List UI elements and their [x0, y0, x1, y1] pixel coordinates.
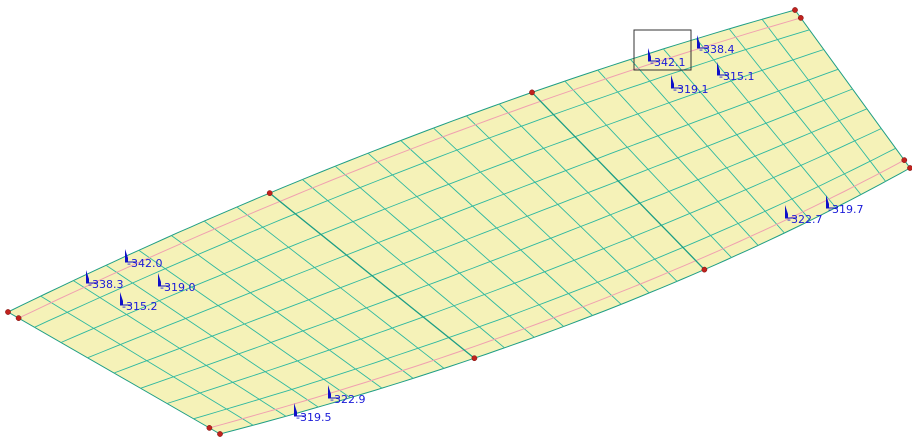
support-node	[217, 431, 223, 437]
support-line	[18, 17, 801, 319]
result-marker[interactable]: -342.0	[125, 249, 162, 270]
result-label: -322.7	[787, 213, 822, 226]
surface-mesh	[6, 9, 911, 435]
mesh-line-transverse	[433, 127, 622, 305]
result-marker[interactable]: -338.3	[86, 270, 123, 291]
support-nodes	[5, 7, 912, 437]
mesh-line-transverse	[138, 249, 351, 399]
mesh-line-transverse	[564, 80, 732, 258]
support-node	[901, 157, 908, 163]
mesh-line-transverse	[171, 235, 383, 389]
support-node	[266, 190, 273, 196]
mesh-line-transverse	[663, 48, 811, 221]
mesh-line-transverse	[597, 69, 759, 246]
mesh-line-transverse	[498, 103, 678, 282]
mesh-line-transverse	[40, 295, 254, 426]
mesh-line-transverse	[630, 59, 785, 234]
result-labels: -342.0 -338.3 -319.0 -315.2 -322.9 -319.…	[86, 35, 863, 424]
support-node	[206, 425, 213, 431]
result-label: -315.2	[122, 300, 157, 313]
result-label: -319.1	[673, 83, 708, 96]
support-node	[471, 355, 478, 362]
result-label: -315.1	[719, 70, 754, 83]
support-node	[792, 7, 798, 13]
support-node	[5, 309, 11, 315]
result-marker[interactable]: -322.9	[328, 385, 365, 406]
result-marker[interactable]: -342.1	[648, 48, 685, 69]
result-marker[interactable]: -319.1	[671, 75, 708, 96]
result-marker[interactable]: -315.1	[717, 62, 754, 83]
mesh-line-transverse	[302, 179, 505, 349]
mesh-line-transverse	[400, 140, 593, 316]
mesh-line-transverse	[105, 264, 319, 408]
result-label: -338.4	[699, 43, 734, 56]
mesh-line-transverse	[695, 38, 837, 208]
result-label: -322.9	[330, 393, 365, 406]
result-label: -338.3	[88, 278, 123, 291]
result-marker[interactable]: -315.2	[120, 292, 157, 313]
mesh-line-transverse	[236, 206, 445, 369]
result-marker[interactable]: -322.7	[785, 205, 822, 226]
mesh-line-transverse	[73, 280, 287, 417]
result-label: -342.0	[127, 257, 162, 270]
result-marker[interactable]: -319.0	[158, 273, 195, 294]
mesh-line-transverse	[761, 19, 886, 182]
support-node	[797, 15, 804, 21]
support-node	[701, 266, 708, 273]
support-node	[15, 315, 22, 321]
result-label: -319.0	[160, 281, 195, 294]
result-label: -319.7	[828, 203, 863, 216]
selection-box[interactable]	[633, 29, 692, 71]
support-node	[529, 89, 535, 96]
segment-division-line	[269, 192, 475, 359]
segment-division-line	[531, 91, 705, 271]
result-marker[interactable]: -319.5	[294, 403, 331, 424]
mesh-line-transverse	[466, 115, 650, 294]
result-marker[interactable]: -319.7	[826, 195, 863, 216]
mesh-line-transverse	[728, 28, 862, 195]
support-node	[907, 165, 912, 171]
result-marker[interactable]: -338.4	[697, 35, 734, 56]
mesh-line-transverse	[334, 165, 535, 338]
result-label: -342.1	[650, 56, 685, 69]
mesh-line-transverse	[367, 152, 564, 327]
mesh-line-transverse	[203, 220, 414, 379]
result-label: -319.5	[296, 411, 331, 424]
support-line	[209, 159, 905, 429]
